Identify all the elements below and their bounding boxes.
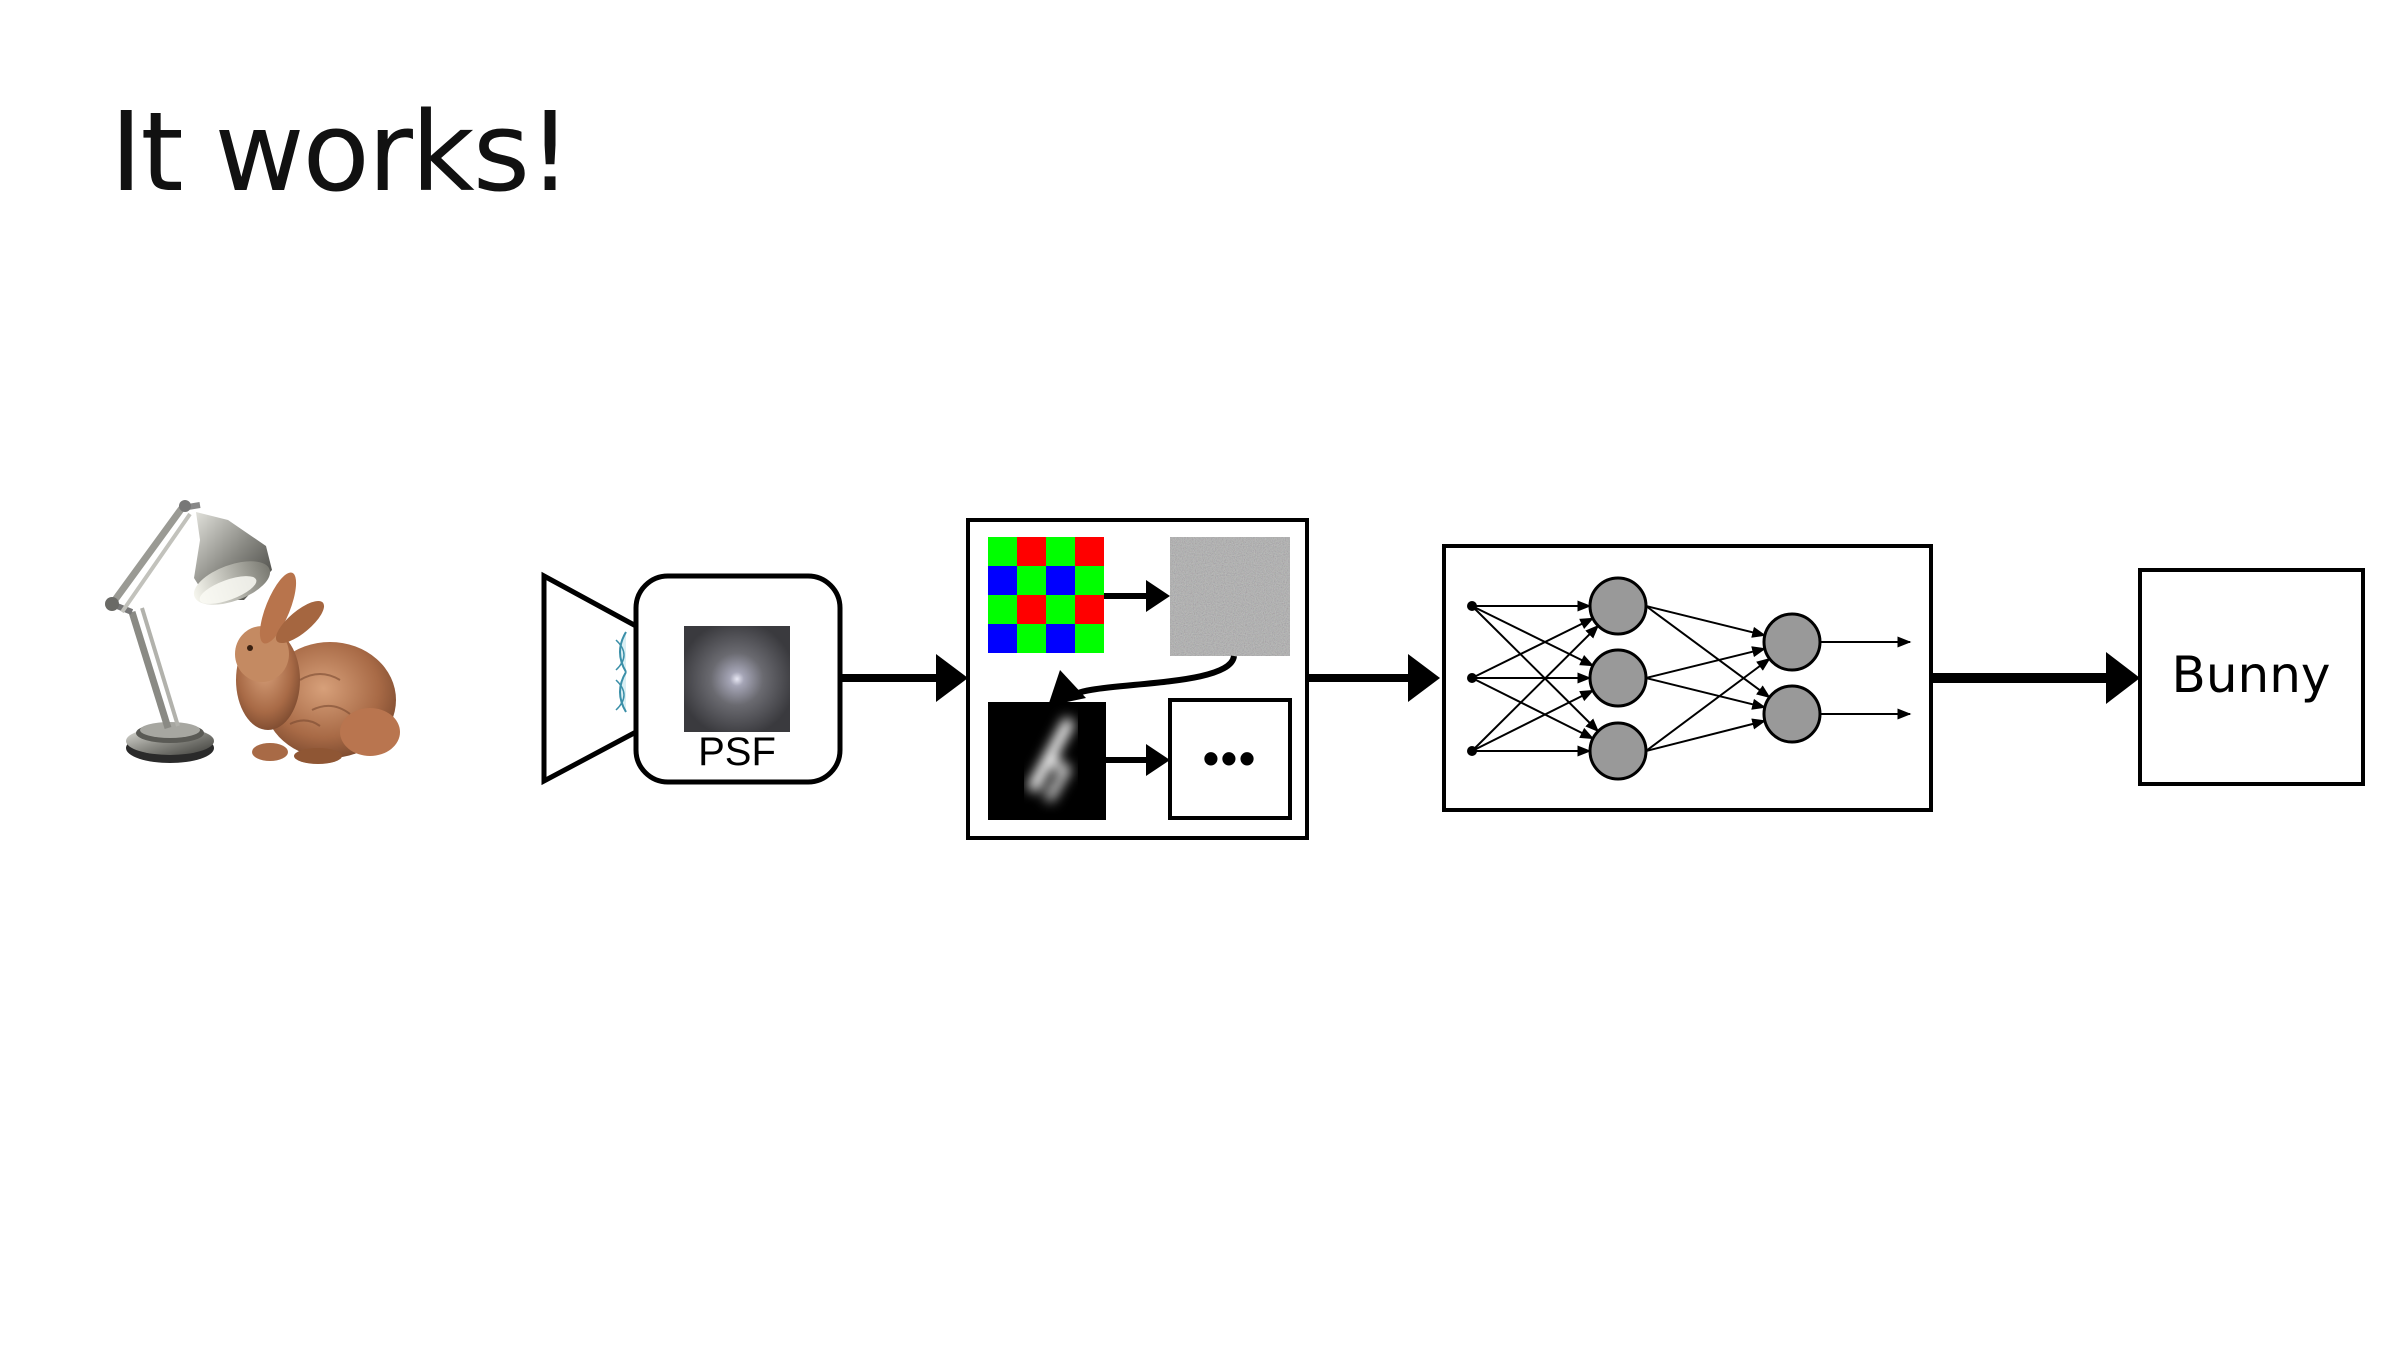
mosaic-cell	[1046, 537, 1075, 566]
mosaic-cell	[1017, 537, 1046, 566]
mosaic-cell	[988, 537, 1017, 566]
output-box	[2138, 568, 2365, 786]
input-node	[1467, 601, 1477, 611]
mosaic-cell	[1075, 537, 1104, 566]
network-nodes	[1467, 576, 1822, 781]
hidden-node	[1588, 721, 1648, 781]
mosaic-cell	[988, 624, 1017, 653]
output-node	[1762, 684, 1822, 744]
network-edge	[1645, 605, 1767, 638]
network-edge	[1471, 624, 1600, 752]
network-connections	[1471, 600, 1912, 757]
mosaic-cell	[1075, 566, 1104, 595]
mosaic-cell	[1046, 566, 1075, 595]
arrow-digit-to-output	[1106, 744, 1170, 776]
arrow-network-to-output	[1931, 652, 2140, 704]
network-edge	[1471, 617, 1595, 679]
lamp-icon	[105, 500, 272, 763]
mosaic-cell	[1046, 624, 1075, 653]
network-edge	[1471, 605, 1595, 667]
network-edge	[1645, 605, 1771, 699]
network-edge	[1471, 605, 1600, 733]
mosaic-cell	[1075, 624, 1104, 653]
mosaic-cell	[1075, 595, 1104, 624]
output-node	[1762, 612, 1822, 672]
hidden-node	[1588, 648, 1648, 708]
mosaic-cell	[1017, 595, 1046, 624]
mosaic-cell	[1017, 566, 1046, 595]
network-edge	[1645, 657, 1771, 752]
input-node	[1467, 673, 1477, 683]
hidden-node	[1588, 576, 1648, 636]
bunny-icon	[235, 572, 400, 764]
ellipsis-label: •••	[1203, 732, 1257, 784]
input-node	[1467, 746, 1477, 756]
slide-title: It works!	[110, 88, 572, 216]
psf-label: PSF	[698, 730, 776, 774]
arrow-mosaic-to-noise	[1104, 580, 1170, 612]
mosaic-cell	[1046, 595, 1075, 624]
mosaic-cell	[988, 595, 1017, 624]
network-edge	[1645, 677, 1767, 710]
bayer-mosaic	[988, 537, 1104, 653]
mosaic-cell	[988, 566, 1017, 595]
ellipsis-box	[1168, 698, 1292, 820]
arrow-noise-to-digit	[1048, 654, 1237, 706]
output-label: Bunny	[2172, 646, 2331, 704]
network-edge	[1471, 689, 1595, 752]
mosaic-cell	[1017, 624, 1046, 653]
arrow-camera-to-sensor	[840, 654, 968, 702]
network-edge	[1645, 646, 1767, 679]
network-edge	[1471, 677, 1595, 740]
psf-image	[684, 626, 790, 732]
arrow-sensor-to-network	[1307, 654, 1440, 702]
network-edge	[1645, 718, 1767, 752]
